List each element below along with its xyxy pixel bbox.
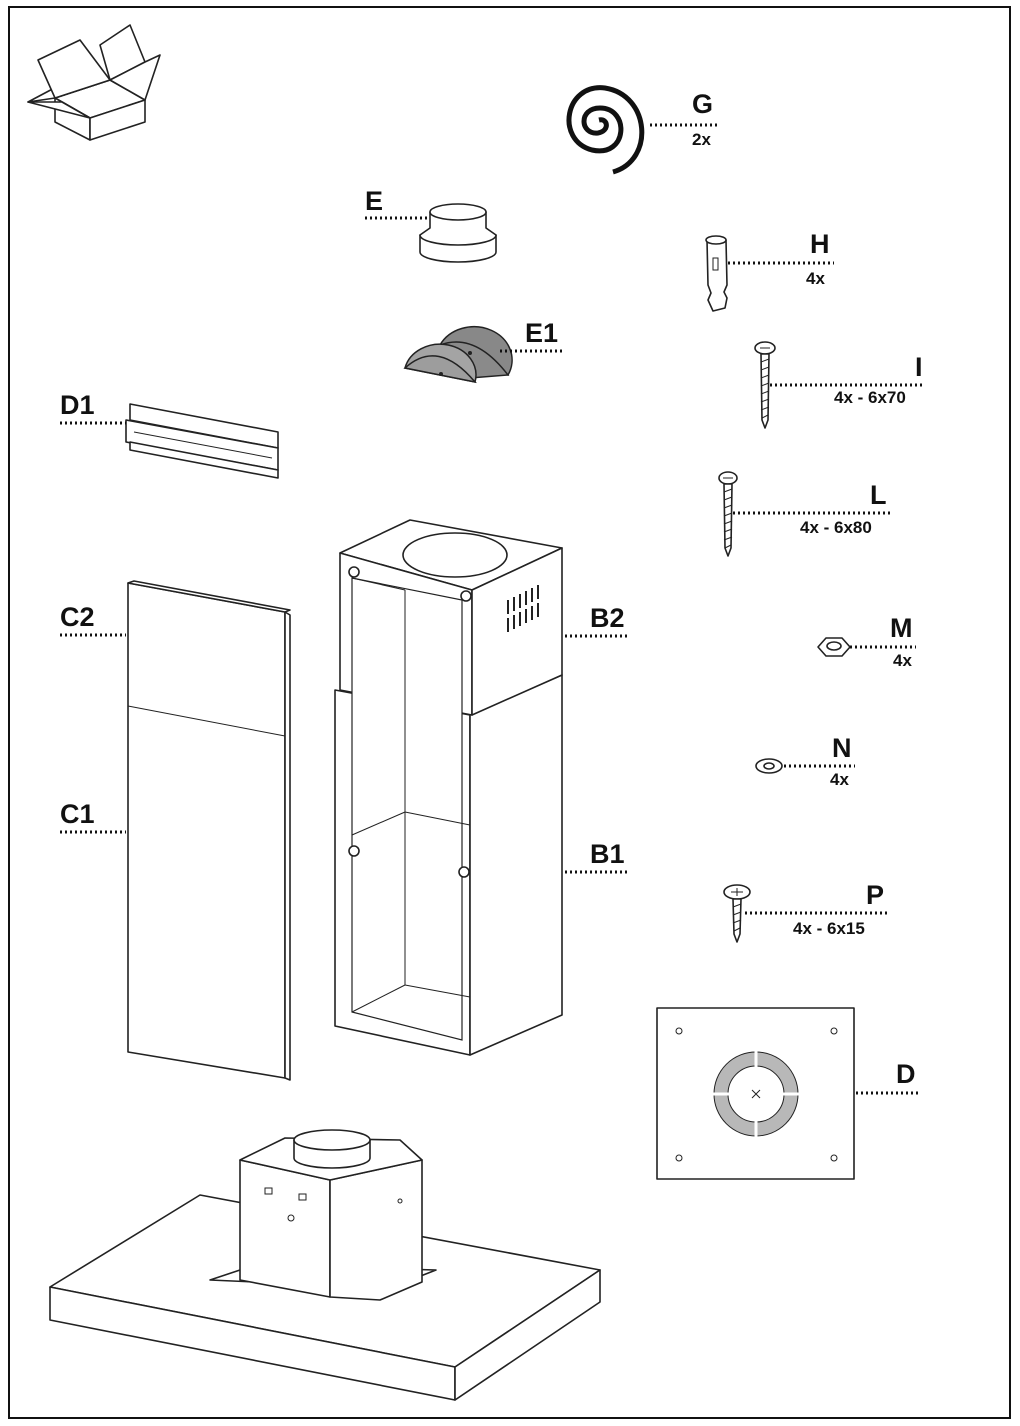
hood-body <box>49 1129 601 1401</box>
part-m: M 4x <box>817 613 916 670</box>
part-g: G 2x <box>566 85 718 175</box>
part-m-qty: 4x <box>893 651 912 670</box>
part-h: H 4x <box>705 229 834 312</box>
part-i-qty: 4x - 6x70 <box>834 388 906 407</box>
part-i-code: I <box>915 352 923 382</box>
part-b2-code: B2 <box>590 603 625 633</box>
part-d-code: D <box>896 1059 916 1089</box>
part-d1: D1 <box>60 390 279 479</box>
part-n: N 4x <box>755 733 855 789</box>
part-c-panels: C2 C1 <box>60 580 291 1081</box>
part-d1-code: D1 <box>60 390 95 420</box>
part-h-code: H <box>810 229 830 259</box>
part-e1: E1 <box>403 318 565 384</box>
part-g-code: G <box>692 89 713 119</box>
part-l-code: L <box>870 480 887 510</box>
part-p-code: P <box>866 880 884 910</box>
part-n-qty: 4x <box>830 770 849 789</box>
part-i: I 4x - 6x70 <box>754 341 925 429</box>
part-b-frame: B2 B1 <box>334 519 630 1056</box>
part-e: E <box>365 186 497 263</box>
part-e1-code: E1 <box>525 318 558 348</box>
part-h-qty: 4x <box>806 269 825 288</box>
part-c2-code: C2 <box>60 602 95 632</box>
open-box-icon <box>27 24 161 141</box>
part-l-qty: 4x - 6x80 <box>800 518 872 537</box>
part-d: D <box>656 1007 920 1180</box>
part-e-code: E <box>365 186 383 216</box>
part-g-qty: 2x <box>692 130 711 149</box>
part-b1-code: B1 <box>590 839 625 869</box>
part-n-code: N <box>832 733 852 763</box>
part-p: P 4x - 6x15 <box>723 880 888 943</box>
part-l: L 4x - 6x80 <box>718 471 890 557</box>
part-c1-code: C1 <box>60 799 95 829</box>
part-p-qty: 4x - 6x15 <box>793 919 865 938</box>
part-m-code: M <box>890 613 913 643</box>
